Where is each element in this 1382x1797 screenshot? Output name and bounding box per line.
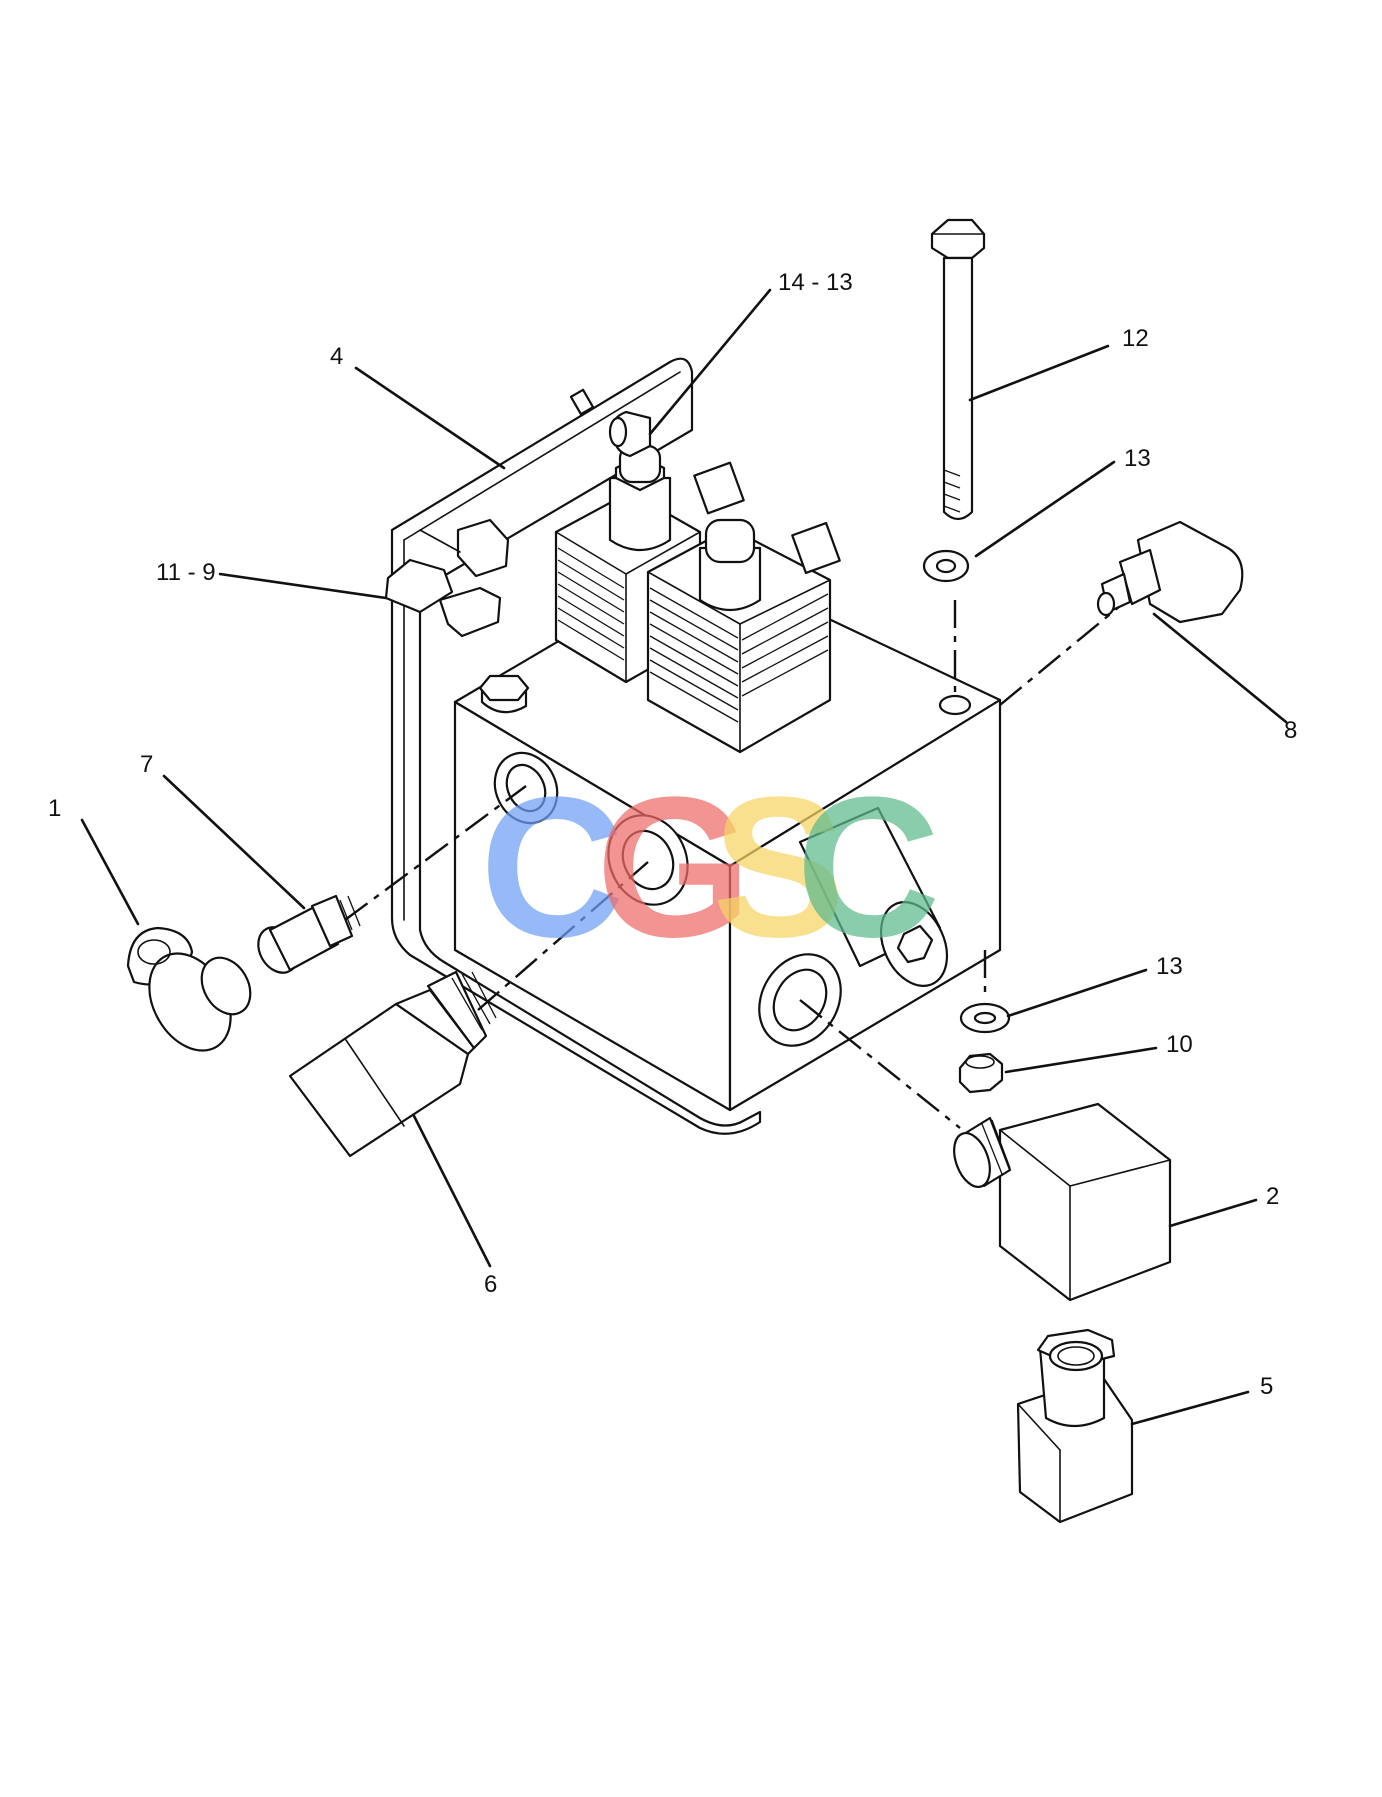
solenoid-coils [554,444,841,754]
elbow-fitting-14-13 [608,410,652,458]
callout-11-9: 11 - 9 [156,559,216,586]
sender-6 [288,970,497,1158]
leader-lines [80,288,1288,1426]
watermark-letter-c1: C [480,756,624,979]
callout-8: 8 [1284,717,1297,744]
callout-14-13: 14 - 13 [778,269,853,296]
clip-11-9 [384,518,510,638]
fitting-8 [1096,520,1244,624]
cap-1 [126,926,252,1052]
nut-10 [958,1052,1004,1094]
port-upper [493,751,559,825]
elbow-5 [1016,1328,1134,1524]
callout-4: 4 [330,343,343,370]
callout-1: 1 [48,795,61,822]
callout-labels: 1 7 4 11 - 9 14 - 13 12 13 8 13 10 2 5 6 [48,269,1297,1400]
callout-13-top: 13 [1124,445,1151,472]
callout-2: 2 [1266,1183,1279,1210]
callout-12: 12 [1122,325,1149,352]
callout-7: 7 [140,751,153,778]
callout-13-bottom: 13 [1156,953,1183,980]
washer-13-top [922,549,970,583]
watermark-letter-s: S [712,756,845,979]
watermark-letter-g: G [596,756,752,979]
fitting-7 [257,894,361,974]
assembly-lines [344,600,1121,1129]
watermark-letter-c2: C [796,756,940,979]
relief-cartridge [798,806,949,987]
sender-2 [953,1102,1172,1302]
bolt-12 [930,218,986,521]
watermark-logo: C G S C [480,756,940,979]
washer-13-bottom [959,1002,1011,1034]
callout-6: 6 [484,1271,497,1298]
callout-5: 5 [1260,1373,1273,1400]
callout-10: 10 [1166,1031,1193,1058]
bolt-hole [938,694,972,716]
